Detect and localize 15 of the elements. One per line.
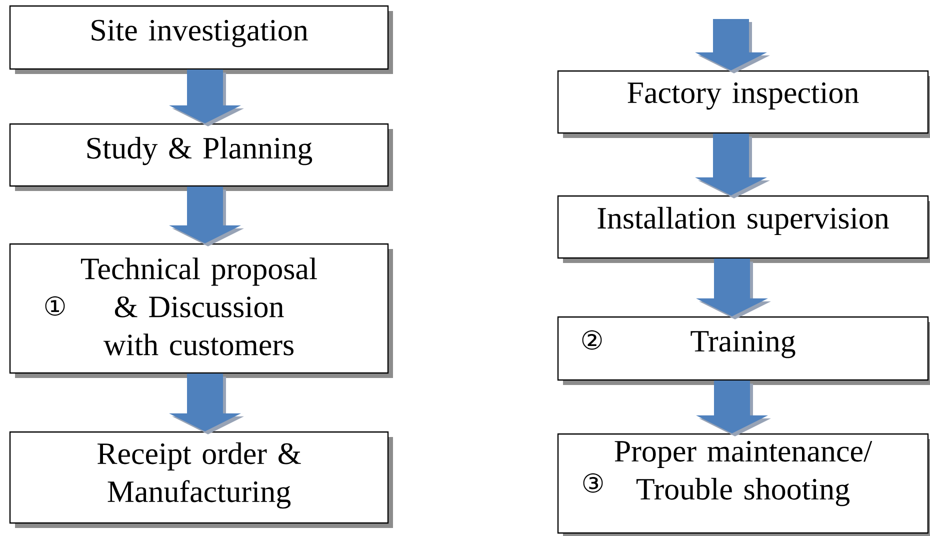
block-arrow (169, 374, 244, 434)
step-number: ③ (583, 473, 603, 493)
process-box: Receipt order & Manufacturing (9, 431, 393, 528)
block-arrow (695, 134, 770, 198)
process-box: Study & Planning (9, 123, 393, 191)
process-box: Factory inspection (557, 70, 930, 138)
block-arrow (169, 70, 244, 126)
step-number: ① (45, 296, 65, 316)
step-number: ② (582, 330, 602, 350)
block-arrow (696, 380, 771, 436)
process-box: Installation supervision (557, 195, 930, 263)
block-arrow (696, 258, 771, 320)
block-arrow (169, 186, 244, 246)
process-box: Site investigation (9, 5, 393, 74)
block-arrow (695, 19, 770, 74)
